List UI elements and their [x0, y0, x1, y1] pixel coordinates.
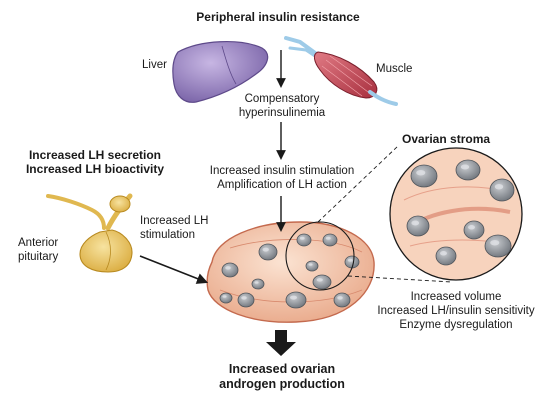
lh-stimulation-label: Increased LH stimulation	[140, 214, 208, 242]
outcome-line-1: Increased ovarian	[228, 362, 336, 376]
pituitary-label-line-1: Anterior	[18, 237, 59, 249]
pituitary-label-line-2: pituitary	[18, 251, 59, 263]
stroma-follicle	[489, 178, 515, 202]
ovary-follicle	[285, 291, 307, 309]
lh-secretion-header: Increased LH secretion Increased LH bioa…	[26, 148, 164, 176]
stimulation-line-2: Amplification of LH action	[217, 179, 347, 191]
lh-header-line-1: Increased LH secretion	[28, 148, 162, 162]
compensatory-hyperinsulinemia-label: Compensatory hyperinsulinemia	[239, 92, 325, 120]
lh-stim-line-1: Increased LH	[140, 215, 209, 227]
outcome-arrow	[266, 330, 296, 356]
lh-header-line-2: Increased LH bioactivity	[25, 162, 165, 176]
ovary-follicle	[251, 278, 265, 290]
stroma-effects-label: Increased volume Increased LH/insulin se…	[377, 290, 534, 332]
ovary-follicle	[296, 233, 312, 247]
ovary-follicle	[219, 292, 233, 304]
compensatory-line-1: Compensatory	[244, 93, 320, 105]
ovary-follicle	[258, 243, 278, 261]
ovary-follicle	[322, 233, 338, 247]
stroma-follicle	[435, 246, 457, 266]
lh-stim-line-2: stimulation	[140, 229, 195, 241]
anterior-pituitary-label: Anterior pituitary	[18, 236, 58, 264]
pituitary-illustration	[46, 193, 133, 273]
diagram-title: Peripheral insulin resistance	[196, 10, 360, 24]
ovary-follicle	[333, 292, 351, 308]
stroma-effect-3: Enzyme dysregulation	[399, 319, 513, 331]
zoom-line-bottom	[347, 275, 453, 283]
zoom-line-top	[317, 145, 399, 223]
liver-label: Liver	[142, 59, 167, 71]
liver-illustration	[172, 41, 269, 103]
compensatory-line-2: hyperinsulinemia	[238, 107, 326, 119]
stroma-follicle	[406, 215, 430, 237]
ovary-follicle	[237, 292, 255, 308]
ovary-follicles	[219, 233, 360, 309]
stroma-follicle	[484, 234, 512, 258]
stimulation-line-1: Increased insulin stimulation	[209, 165, 355, 177]
ovary-follicle	[312, 274, 332, 290]
stroma-follicle	[455, 159, 481, 181]
muscle-label: Muscle	[376, 63, 413, 75]
stroma-follicle	[463, 220, 485, 240]
insulin-stimulation-label: Increased insulin stimulation Amplificat…	[210, 164, 354, 192]
stroma-follicles	[406, 159, 515, 266]
outcome-line-2: androgen production	[219, 377, 345, 391]
stroma-effect-2: Increased LH/insulin sensitivity	[377, 305, 535, 317]
ovary-follicle	[305, 260, 319, 272]
outcome-label: Increased ovarian androgen production	[219, 362, 345, 392]
stroma-zoom-small-circle	[285, 221, 355, 291]
ovarian-stroma-title: Ovarian stroma	[402, 132, 491, 146]
ovary-follicle	[221, 262, 239, 278]
stroma-follicle	[410, 164, 438, 188]
arrow-pituitary-to-ovary	[139, 255, 209, 284]
muscle-illustration	[284, 36, 398, 106]
stroma-effect-1: Increased volume	[410, 291, 502, 303]
